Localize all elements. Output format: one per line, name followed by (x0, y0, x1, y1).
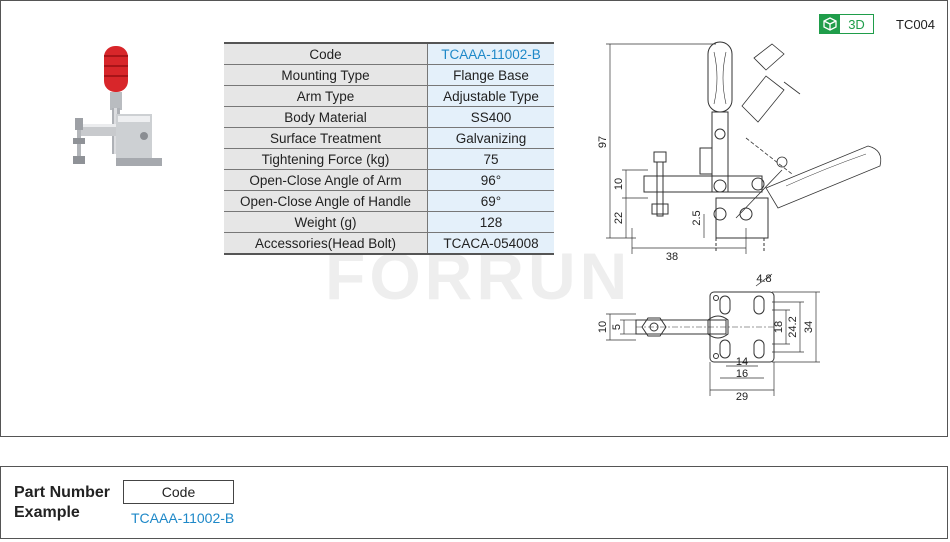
table-row: Weight (g)128 (224, 211, 554, 233)
dim-97: 97 (597, 136, 609, 148)
model-code: TC004 (896, 17, 936, 32)
dim-34: 34 (803, 321, 815, 333)
part-number-label: Part Number Example (14, 483, 110, 523)
spec-value: 69° (427, 190, 554, 212)
3d-label: 3D (848, 16, 865, 32)
spec-label: Mounting Type (224, 64, 428, 86)
spec-label: Code (224, 42, 428, 65)
dim-4-8: 4.8 (756, 273, 771, 285)
spec-value: Adjustable Type (427, 85, 554, 107)
part-number-panel (0, 466, 948, 539)
spec-value: Galvanizing (427, 127, 554, 149)
spec-label: Open-Close Angle of Handle (224, 190, 428, 212)
spec-label: Tightening Force (kg) (224, 148, 428, 170)
table-row: Accessories(Head Bolt)TCACA-054008 (224, 232, 554, 255)
dim-10: 10 (613, 178, 625, 190)
product-panel (0, 0, 948, 437)
spec-value: 96° (427, 169, 554, 191)
dim-14: 14 (736, 356, 748, 368)
spec-label: Arm Type (224, 85, 428, 107)
part-number-label-line1: Part Number (14, 484, 111, 501)
part-number-example[interactable]: TCAAA-11002-B (131, 510, 235, 526)
cube-icon (820, 15, 840, 33)
spec-label: Open-Close Angle of Arm (224, 169, 428, 191)
3d-model-badge[interactable]: 3D (819, 14, 874, 34)
spec-label: Surface Treatment (224, 127, 428, 149)
dim-24-2: 24.2 (787, 316, 799, 337)
dim-10: 10 (597, 321, 609, 333)
top-view-drawing: 4.8 10 5 18 24.2 34 14 16 29 (597, 273, 820, 402)
part-number-label-line2: Example (14, 504, 80, 521)
dim-18: 18 (773, 321, 785, 333)
spec-value: 128 (427, 211, 554, 233)
dim-29: 29 (736, 391, 748, 402)
side-view-drawing: 97 10 22 2.5 38 (597, 41, 882, 262)
dim-38: 38 (666, 251, 678, 262)
code-header-box: Code (123, 480, 234, 504)
dim-16: 16 (736, 368, 748, 380)
dim-22: 22 (613, 212, 625, 224)
spec-value: 75 (427, 148, 554, 170)
spec-value: Flange Base (427, 64, 554, 86)
dim-2-5: 2.5 (691, 210, 703, 225)
spec-value: SS400 (427, 106, 554, 128)
spec-label: Body Material (224, 106, 428, 128)
product-photo (73, 46, 162, 166)
spec-value[interactable]: TCAAA-11002-B (427, 42, 554, 65)
spec-value: TCACA-054008 (427, 232, 554, 255)
spec-label: Weight (g) (224, 211, 428, 233)
spec-label: Accessories(Head Bolt) (224, 232, 428, 255)
dim-5: 5 (611, 324, 623, 330)
table-row: Tightening Force (kg)75 (224, 148, 554, 170)
